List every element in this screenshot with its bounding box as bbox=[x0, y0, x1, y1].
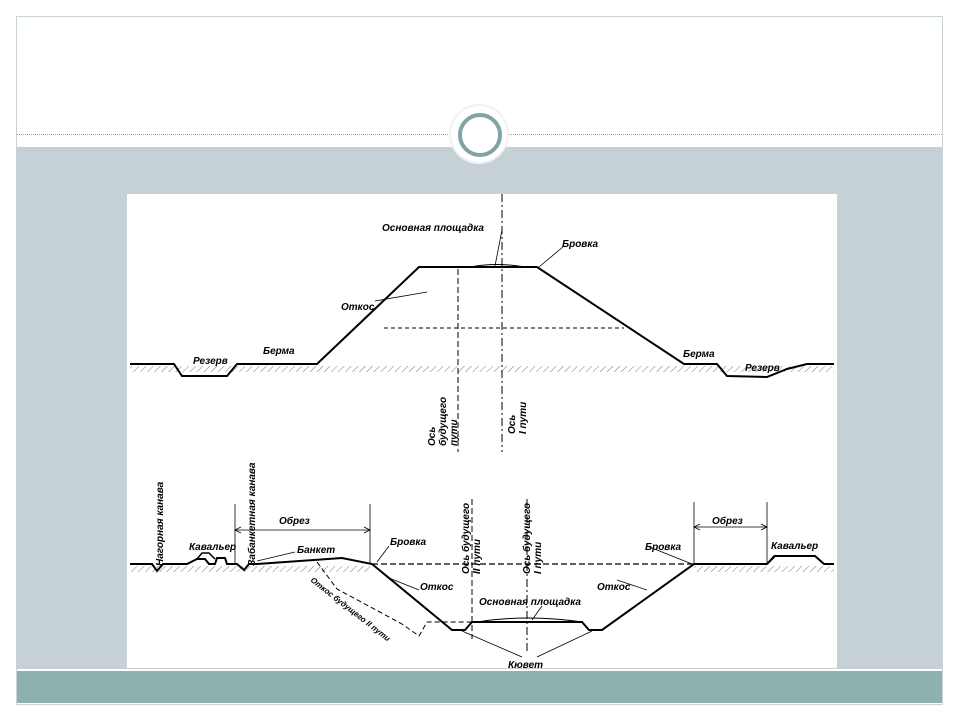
label-berm-cut-right: Обрез bbox=[712, 515, 743, 527]
label-edge-left: Бровка bbox=[390, 537, 427, 548]
label-banquette: Банкет bbox=[297, 545, 335, 556]
label-upland-ditch: Нагорная канава bbox=[155, 481, 166, 566]
label-cut-main-platform: Основная площадка bbox=[479, 597, 581, 608]
svg-text:Ось будущего: Ось будущего bbox=[460, 503, 472, 574]
leader-edge bbox=[538, 245, 565, 268]
cut-section: Нагорная канава Кавальер Забанкетная кан… bbox=[130, 462, 834, 668]
svg-text:I пути: I пути bbox=[518, 402, 529, 434]
embankment-section: Основная площадка Бровка Откос Берма Бер… bbox=[130, 194, 834, 452]
label-slope-right: Откос bbox=[597, 582, 631, 593]
platform-crown bbox=[469, 264, 526, 268]
future-slope-line bbox=[316, 561, 472, 637]
svg-text:Ось: Ось bbox=[427, 427, 438, 446]
label-edge: Бровка bbox=[562, 239, 599, 250]
footer-band bbox=[17, 671, 942, 703]
label-berm-right: Берма bbox=[683, 349, 715, 360]
railway-cross-section-figure: Основная площадка Бровка Откос Берма Бер… bbox=[127, 194, 837, 668]
label-edge-right: Бровка bbox=[645, 542, 682, 553]
embankment-profile bbox=[130, 266, 834, 379]
label-reserve-left: Резерв bbox=[193, 356, 228, 367]
label-cavalier-left: Кавальер bbox=[189, 542, 236, 553]
label-cavalier-right: Кавальер bbox=[771, 541, 818, 552]
svg-text:Забанкетная канава: Забанкетная канава bbox=[246, 462, 258, 566]
label-banquette-ditch: Забанкетная канава bbox=[246, 462, 258, 566]
label-berm-cut-left: Обрез bbox=[279, 515, 310, 527]
label-berm-left: Берма bbox=[263, 346, 295, 357]
svg-text:пути: пути bbox=[449, 419, 460, 446]
leader-slope bbox=[374, 291, 428, 302]
label-slope: Откос bbox=[341, 302, 375, 313]
svg-text:Нагорная канава: Нагорная канава bbox=[155, 481, 166, 566]
label-axis-future: Ось будущего пути bbox=[427, 397, 460, 446]
svg-text:Откос будущего II пути: Откос будущего II пути bbox=[309, 575, 392, 643]
label-cut-axis-future: Ось будущего II пути bbox=[460, 503, 483, 574]
ground-hatch-left bbox=[130, 566, 370, 572]
svg-text:I пути: I пути bbox=[533, 542, 544, 574]
ground-hatch bbox=[130, 366, 834, 372]
cavalier-right-shape bbox=[766, 555, 825, 565]
label-ditch: Кювет bbox=[508, 660, 543, 668]
label-reserve-right: Резерв bbox=[745, 363, 780, 374]
cut-profile bbox=[130, 555, 834, 631]
cavalier-left-shape bbox=[196, 552, 216, 560]
label-main-platform: Основная площадка bbox=[382, 223, 484, 234]
svg-text:Ось: Ось bbox=[507, 415, 518, 434]
cross-section-diagram: Основная площадка Бровка Откос Берма Бер… bbox=[130, 194, 834, 668]
svg-text:Ось будущего: Ось будущего bbox=[521, 503, 533, 574]
svg-text:будущего: будущего bbox=[437, 397, 449, 446]
label-cut-axis-track-1: Ось будущего I пути bbox=[521, 503, 544, 574]
circle-ring-icon bbox=[451, 106, 507, 162]
ground-hatch-right bbox=[694, 566, 834, 572]
label-slope-future: Откос будущего II пути bbox=[309, 575, 392, 643]
leader-platform bbox=[494, 229, 503, 267]
label-axis-track-1: Ось I пути bbox=[507, 402, 529, 434]
cut-platform-crown bbox=[476, 617, 583, 623]
svg-text:II пути: II пути bbox=[472, 539, 483, 574]
label-slope-left: Откос bbox=[420, 582, 454, 593]
